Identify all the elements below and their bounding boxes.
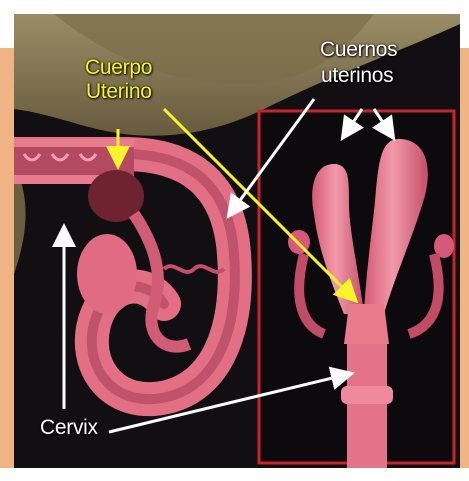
label-uterino: Uterino (86, 80, 152, 104)
label-uterinos: uterinos (321, 64, 393, 88)
label-cervix: Cervix (40, 416, 98, 440)
left-border (0, 48, 14, 468)
right-border (460, 48, 469, 468)
label-cuerpo: Cuerpo (85, 56, 152, 80)
top-margin (0, 0, 469, 14)
label-cuernos: Cuernos (320, 38, 397, 62)
anatomy-illustration: Cuerpo Uterino Cuernos uterinos Cervix (14, 14, 460, 468)
uterine-neck (344, 304, 389, 344)
cervix-column (347, 344, 387, 468)
